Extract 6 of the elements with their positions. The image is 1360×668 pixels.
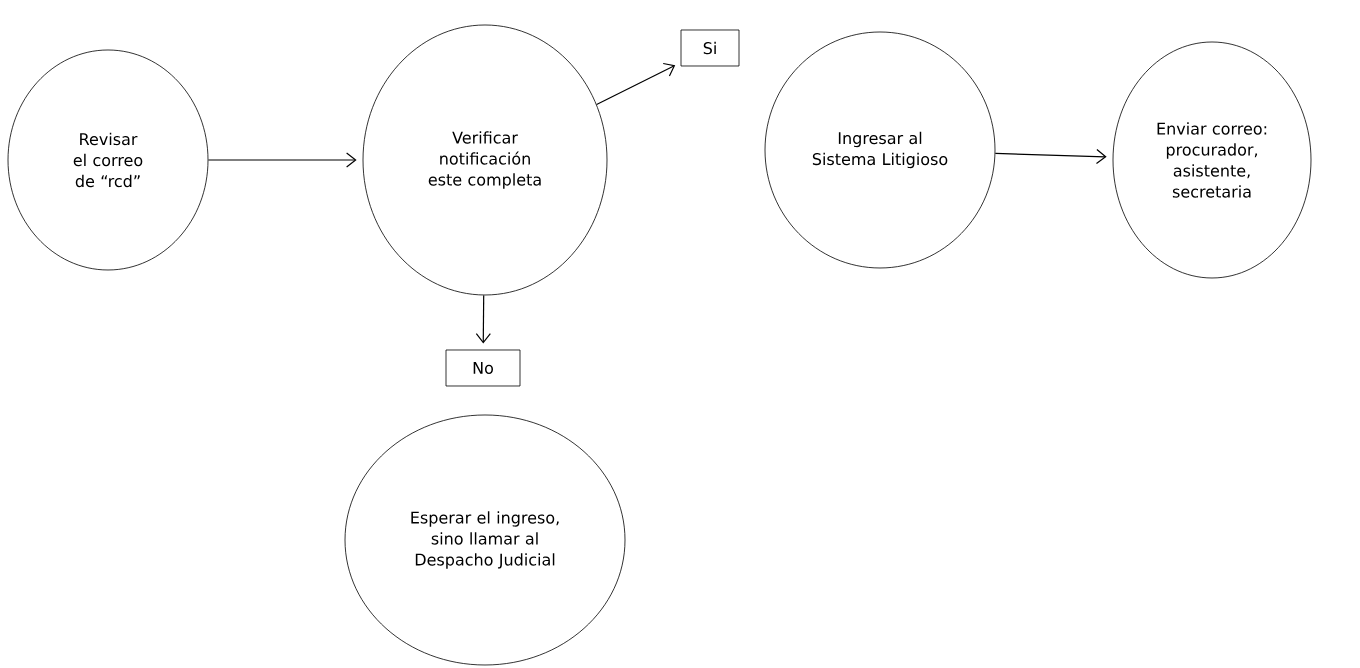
arrow: [596, 62, 676, 106]
arrow: [994, 148, 1107, 165]
arrow: [207, 152, 357, 168]
answer-box: No: [445, 349, 521, 387]
answer-box: Si: [680, 29, 740, 67]
arrow: [475, 294, 491, 344]
